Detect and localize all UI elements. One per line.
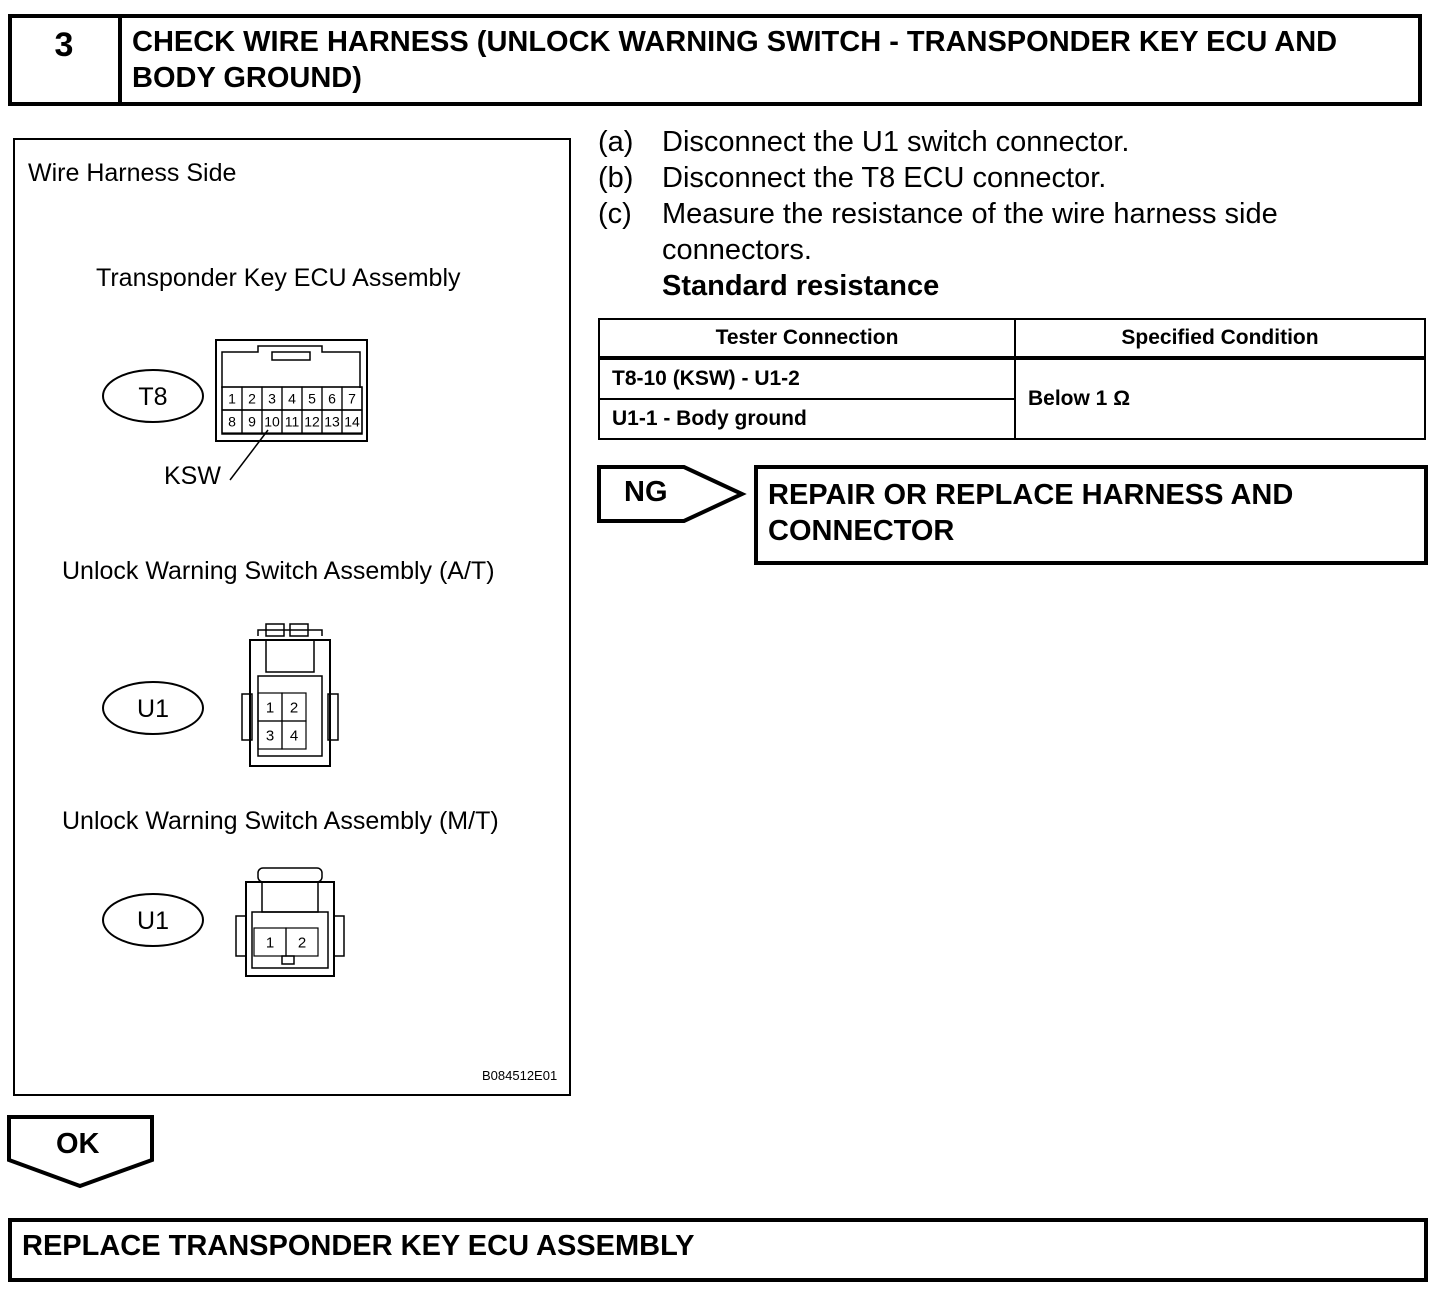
pin-number: 1 xyxy=(266,934,274,951)
step-c-marker: (c) xyxy=(598,198,632,230)
pin-number: 10 xyxy=(264,414,280,430)
step-b-text: Disconnect the T8 ECU connector. xyxy=(662,162,1107,194)
pin-number: 3 xyxy=(268,391,276,407)
at-switch-title: Unlock Warning Switch Assembly (A/T) xyxy=(62,557,495,585)
step-a-text: Disconnect the U1 switch connector. xyxy=(662,126,1130,158)
pin-number: 14 xyxy=(344,414,360,430)
pin-number: 5 xyxy=(308,391,316,407)
ecu-assembly-title: Transponder Key ECU Assembly xyxy=(96,264,461,292)
pin-number: 4 xyxy=(288,391,296,407)
pin-number: 2 xyxy=(248,391,256,407)
final-action-box xyxy=(8,1218,1428,1282)
ng-action-box xyxy=(754,465,1428,565)
pin-number: 7 xyxy=(348,391,356,407)
table-row: T8-10 (KSW) - U1-2 Below 1 Ω xyxy=(598,357,1426,440)
pin-cell xyxy=(281,720,307,750)
ng-label: NG xyxy=(624,476,668,508)
pin-cell xyxy=(341,409,363,434)
ksw-label: KSW xyxy=(164,462,221,490)
standard-resistance-label: Standard resistance xyxy=(662,270,940,302)
pin-number: 2 xyxy=(290,699,298,716)
pin-number: 2 xyxy=(298,934,306,951)
step-a-marker: (a) xyxy=(598,126,634,158)
tester-connection-header: Tester Connection xyxy=(598,318,1016,360)
specified-condition-header: Specified Condition xyxy=(1014,318,1426,360)
step-header-box xyxy=(8,14,1422,106)
image-code: B084512E01 xyxy=(482,1068,558,1083)
figure-caption: Wire Harness Side xyxy=(28,159,237,187)
pin-number: 6 xyxy=(328,391,336,407)
tester-connection-cell: U1-1 - Body ground xyxy=(598,398,1016,440)
pin-number: 12 xyxy=(304,414,320,430)
step-title: CHECK WIRE HARNESS (UNLOCK WARNING SWITC… xyxy=(132,26,1338,94)
specified-condition-cell: Below 1 Ω xyxy=(1014,357,1426,440)
pin-cell xyxy=(285,927,319,957)
header-divider xyxy=(118,14,122,106)
tester-connection-cell: T8-10 (KSW) - U1-2 xyxy=(598,357,1016,400)
step-b-marker: (b) xyxy=(598,162,634,194)
connector-illustration-panel xyxy=(13,138,571,1096)
ng-arrow-icon xyxy=(597,465,747,523)
pin-number: 4 xyxy=(290,727,298,744)
step-c-text: Measure the resistance of the wire harne… xyxy=(662,198,1278,230)
final-action-text: REPLACE TRANSPONDER KEY ECU ASSEMBLY xyxy=(22,1230,695,1262)
ok-label: OK xyxy=(56,1128,100,1160)
ng-action-text: REPAIR OR REPLACE HARNESS AND CONNECTOR xyxy=(768,479,1294,547)
pin-number: 9 xyxy=(248,414,256,430)
pin-number: 3 xyxy=(266,727,274,744)
table-row: U1-1 - Body ground xyxy=(598,398,1425,440)
pin-number: 1 xyxy=(228,391,236,407)
resistance-spec-table: Tester Connection Specified Condition T8… xyxy=(598,318,1426,440)
pin-number: 1 xyxy=(266,699,274,716)
u1-at-connector-label: U1 xyxy=(137,695,169,723)
mt-switch-title: Unlock Warning Switch Assembly (M/T) xyxy=(62,807,499,835)
pin-number: 8 xyxy=(228,414,236,430)
t8-connector-label: T8 xyxy=(138,383,167,411)
u1-mt-connector-label: U1 xyxy=(137,907,169,935)
pin-number: 11 xyxy=(285,414,300,430)
ok-arrow-icon xyxy=(7,1115,154,1189)
step-number: 3 xyxy=(54,26,74,64)
pin-number: 13 xyxy=(324,414,340,430)
step-c-text-continued: connectors. xyxy=(662,234,812,266)
